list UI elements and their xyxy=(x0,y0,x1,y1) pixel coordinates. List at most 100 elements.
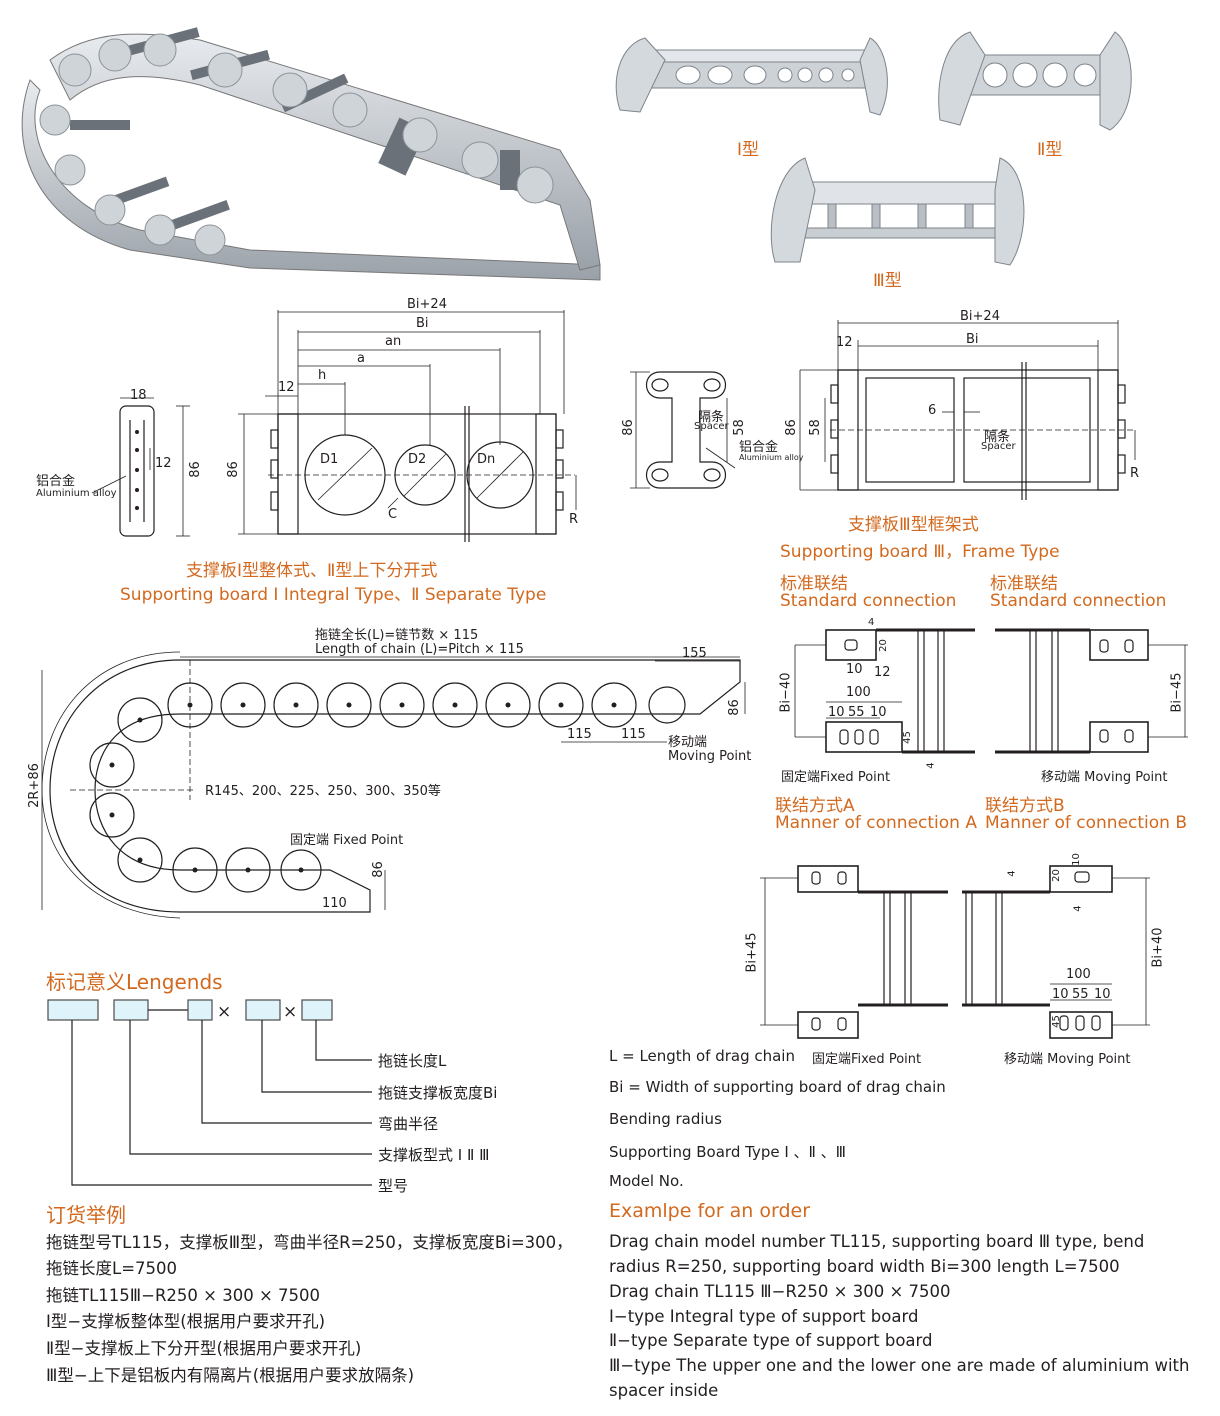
support-board-type1-photo xyxy=(615,31,1132,131)
conn-bottom-moving: 移动端 Moving Point xyxy=(1004,1052,1131,1067)
type1-label: Ⅰ型 xyxy=(737,140,760,160)
legend-radius: 弯曲半径 xyxy=(378,1115,439,1133)
drag-chain-photo xyxy=(21,27,601,281)
order-en-line5: Ⅱ−type Separate type of support board xyxy=(609,1331,933,1350)
alloy-cn: 铝合金 xyxy=(36,474,76,489)
caption-type3-cn: 支撑板Ⅲ型框架式 xyxy=(848,515,979,535)
type2-label: Ⅱ型 xyxy=(1037,140,1063,160)
svg-text:×: × xyxy=(283,1002,297,1022)
std-conn-en-right: Standard connection xyxy=(990,591,1167,611)
std-conn-en-left: Standard connection xyxy=(780,591,957,611)
legend-title: 标记意义Lengends xyxy=(46,970,223,994)
spacer-cn-profile: 隔条 xyxy=(698,410,725,425)
conn-a-fixed: 固定端Fixed Point xyxy=(781,770,891,785)
conn-a-dim-4: 4 xyxy=(868,617,875,628)
legend-length: 拖链长度L xyxy=(378,1052,447,1070)
conn-a-dim-10c: 10 xyxy=(870,705,887,720)
label-d2: D2 xyxy=(408,452,427,467)
label-c: C xyxy=(388,507,398,522)
label-r: R xyxy=(569,512,579,527)
alloy-en: Aluminium alloy xyxy=(36,488,117,499)
manner-a-cn: 联结方式A xyxy=(775,796,855,816)
moving-point-cn: 移动端 xyxy=(668,735,708,750)
legend-en-model: Model No. xyxy=(609,1172,684,1190)
spacer-en-frame: Spacer xyxy=(981,441,1016,452)
caption-type12-cn: 支撑板Ⅰ型整体式、Ⅱ型上下分开式 xyxy=(186,561,438,581)
label-dn: Dn xyxy=(477,452,496,467)
conn-a-dim-10b: 10 xyxy=(828,705,845,720)
dim-bi24: Bi+24 xyxy=(407,297,447,312)
dim-h: h xyxy=(318,368,327,383)
legend-board-type: 支撑板型式 Ⅰ Ⅱ Ⅲ xyxy=(378,1146,490,1164)
support-board-type3-photo xyxy=(770,157,1025,266)
frame-dim-bi24: Bi+24 xyxy=(960,309,1000,324)
legend-en-radius: Bending radius xyxy=(609,1110,722,1128)
type3-label: Ⅲ型 xyxy=(873,271,902,291)
legend-en-board-type: Supporting Board Type Ⅰ 、Ⅱ 、Ⅲ xyxy=(609,1143,847,1161)
frame-dim-6: 6 xyxy=(928,403,937,418)
caption-type3-en: Supporting board Ⅲ，Frame Type xyxy=(780,542,1060,562)
order-cn-line4: Ⅰ型−支撑板整体型(根据用户要求开孔) xyxy=(46,1312,326,1331)
frame-alloy-cn: 铝合金 xyxy=(739,440,779,455)
conn-bottom-dim-10c: 10 xyxy=(1094,987,1111,1002)
bend-radius: R145、200、225、250、300、350等 xyxy=(205,784,441,799)
dim-12b: 12 xyxy=(155,456,172,471)
manner-b-cn: 联结方式B xyxy=(985,796,1065,816)
spacer-en-profile: Spacer xyxy=(694,421,729,432)
conn-a-dim-55: 55 xyxy=(848,705,865,720)
dim-18: 18 xyxy=(130,388,147,403)
order-en-line2: radius R=250, supporting board width Bi=… xyxy=(609,1257,1120,1276)
manner-b-en: Manner of connection B xyxy=(985,813,1188,833)
std-conn-cn-right: 标准联结 xyxy=(990,574,1058,594)
order-en-line6: Ⅲ−type The upper one and the lower one a… xyxy=(609,1356,1190,1375)
conn-bottom-dim-10b: 10 xyxy=(1052,987,1069,1002)
legend-en-width: Bi = Width of supporting board of drag c… xyxy=(609,1078,946,1096)
frame-alloy-en: Aluminium alloy xyxy=(739,453,804,462)
conn-a-moving: 移动端 Moving Point xyxy=(1041,770,1168,785)
conn-bottom-fixed: 固定端Fixed Point xyxy=(812,1052,922,1067)
order-en-line1: Drag chain model number TL115, supportin… xyxy=(609,1232,1145,1251)
legend-en-length: L = Length of drag chain xyxy=(609,1047,795,1065)
svg-text:×: × xyxy=(217,1002,231,1022)
chain-length-cn: 拖链全长(L)=链节数 × 115 xyxy=(315,628,479,643)
moving-point-en: Moving Point xyxy=(668,749,752,764)
conn-bottom-dim-100: 100 xyxy=(1066,967,1091,982)
dim-12: 12 xyxy=(278,380,295,395)
legend-width: 拖链支撑板宽度Bi xyxy=(378,1084,498,1102)
chain-dim-115a: 115 xyxy=(567,727,592,742)
order-en-line4: Ⅰ−type Integral type of support board xyxy=(609,1307,919,1326)
chain-length-en: Length of chain (L)=Pitch × 115 xyxy=(315,642,524,657)
order-en-title: Examlpe for an order xyxy=(609,1200,811,1222)
conn-a-dim-10: 10 xyxy=(846,662,863,677)
conn-a-dim-100: 100 xyxy=(846,685,871,700)
order-cn-line3: 拖链TL115Ⅲ−R250 × 300 × 7500 xyxy=(46,1286,321,1305)
manner-a-en: Manner of connection A xyxy=(775,813,977,833)
order-cn-line2: 拖链长度L=7500 xyxy=(46,1259,178,1278)
frame-label-r: R xyxy=(1130,466,1140,481)
dim-a: a xyxy=(357,351,365,366)
frame-dim-12: 12 xyxy=(836,335,853,350)
chain-dim-115b: 115 xyxy=(621,727,646,742)
order-cn-line1: 拖链型号TL115，支撑板Ⅲ型，弯曲半径R=250，支撑板宽度Bi=300， xyxy=(46,1233,573,1252)
spacer-cn-frame: 隔条 xyxy=(984,430,1011,445)
order-en-line7: spacer inside xyxy=(609,1381,719,1400)
fixed-point: 固定端 Fixed Point xyxy=(290,833,404,848)
dim-bi: Bi xyxy=(416,316,429,331)
label-d1: D1 xyxy=(320,452,339,467)
order-cn-line5: Ⅱ型−支撑板上下分开型(根据用户要求开孔) xyxy=(46,1339,362,1358)
std-conn-cn-left: 标准联结 xyxy=(780,574,848,594)
dim-an: an xyxy=(385,334,402,349)
chain-dim-155: 155 xyxy=(682,646,707,661)
caption-type12-en: Supporting board Ⅰ Integral Type、Ⅱ Separ… xyxy=(120,585,547,605)
order-cn-title: 订货举例 xyxy=(46,1203,126,1227)
order-cn-line6: Ⅲ型−上下是铝板内有隔离片(根据用户要求放隔条) xyxy=(46,1366,415,1385)
conn-a-dim-12: 12 xyxy=(874,665,891,680)
order-en-line3: Drag chain TL115 Ⅲ−R250 × 300 × 7500 xyxy=(609,1282,951,1301)
frame-dim-bi: Bi xyxy=(966,332,979,347)
conn-bottom-dim-55: 55 xyxy=(1072,987,1089,1002)
